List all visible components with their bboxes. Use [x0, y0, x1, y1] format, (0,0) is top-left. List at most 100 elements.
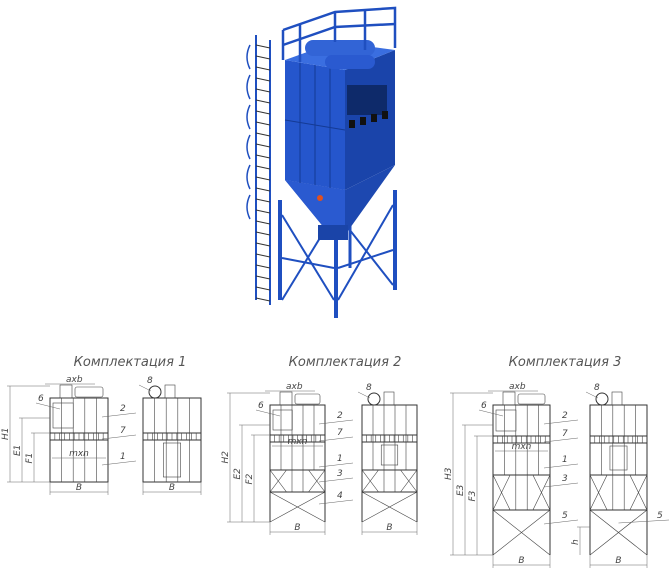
leader	[318, 477, 354, 483]
dimension-E-label: E1	[13, 445, 23, 456]
inspection-window	[52, 402, 74, 429]
dimension-B-label: B	[76, 483, 82, 493]
callout-8: 8	[594, 383, 600, 393]
leader	[138, 384, 152, 392]
ladder-rung	[255, 286, 271, 291]
dimension-E-label: E2	[233, 468, 243, 480]
ladder-rung	[255, 165, 271, 170]
brace	[361, 469, 379, 493]
leader	[478, 409, 504, 417]
brace	[629, 474, 648, 511]
leader	[318, 499, 354, 505]
brace	[532, 474, 551, 511]
dimension-axb-label: axb	[286, 382, 303, 392]
fan-housing	[279, 391, 293, 406]
callout-5-side: 5	[657, 511, 663, 521]
ladder-rung	[255, 77, 271, 82]
callout-7: 7	[337, 428, 343, 438]
dimension-E-label: E3	[456, 484, 466, 496]
access-door	[609, 445, 628, 471]
leader	[318, 462, 354, 468]
motor-box	[383, 391, 395, 406]
side-view: B	[589, 391, 648, 568]
brace	[269, 491, 326, 523]
ladder-rung	[255, 253, 271, 258]
callout-8: 8	[366, 383, 372, 393]
front-view: B	[49, 384, 109, 495]
dimension-h-label: h	[571, 539, 581, 545]
ladder-rung	[255, 55, 271, 60]
leader	[543, 437, 579, 443]
dimension-H-label: H3	[444, 467, 454, 480]
ladder-rung	[255, 176, 271, 181]
leader	[101, 412, 137, 418]
callout-6: 6	[258, 401, 264, 411]
callout-6: 6	[481, 401, 487, 411]
inspection-window	[495, 409, 517, 432]
motor-icon	[148, 385, 162, 399]
brace	[269, 469, 287, 493]
ladder-rung	[255, 143, 271, 148]
callout-7: 7	[120, 426, 126, 436]
fan-motor	[294, 393, 321, 405]
front-view: B	[269, 391, 326, 535]
leader	[318, 419, 354, 425]
callout-7: 7	[562, 429, 568, 439]
dimension-B-label: B	[294, 523, 300, 533]
callout-1: 1	[120, 452, 126, 462]
ladder	[246, 35, 271, 305]
dimension-B-label: B	[615, 556, 621, 566]
dimension-axb-label: axb	[509, 382, 526, 392]
ladder-rung	[255, 121, 271, 126]
ladder-rung	[255, 66, 271, 71]
motor-icon	[367, 392, 381, 406]
configuration-title: Комплектация 3	[509, 355, 622, 370]
leader	[543, 463, 579, 469]
dimension-F-label: F1	[25, 453, 35, 464]
brace	[361, 491, 418, 523]
ladder-rung	[255, 110, 271, 115]
leader	[585, 391, 599, 399]
motor-box	[611, 391, 623, 406]
dimension-B-label: B	[386, 523, 392, 533]
ladder-rung	[255, 99, 271, 104]
dimension-mxn-label: mxn	[512, 442, 532, 452]
ladder-rung	[255, 220, 271, 225]
ladder-rung	[255, 275, 271, 280]
dimension-F-label: F2	[245, 473, 255, 484]
brace	[589, 509, 648, 556]
side-view: B	[142, 384, 202, 495]
callout-4: 4	[337, 491, 343, 501]
leader	[543, 419, 579, 425]
brace	[492, 474, 511, 511]
fan-motor	[74, 386, 104, 398]
motor-icon	[595, 392, 609, 406]
fan-housing	[59, 384, 73, 399]
leader	[101, 460, 137, 466]
brace	[589, 474, 608, 511]
dimension-F-label: F3	[468, 490, 478, 501]
ladder-rung	[255, 198, 271, 203]
configuration-title: Комплектация 2	[289, 355, 402, 370]
ladder-rung	[255, 264, 271, 269]
dimension-H-label: H1	[1, 428, 11, 441]
access-door	[163, 442, 182, 478]
bag-filter-3d-render	[246, 6, 397, 318]
dimension-axb-label: axb	[66, 375, 83, 385]
access-door	[380, 444, 399, 466]
ladder-rung	[255, 88, 271, 93]
motor-box	[164, 384, 176, 399]
leader	[543, 482, 579, 488]
dimension-H-label: H2	[221, 451, 231, 464]
leader	[357, 391, 371, 399]
brace	[492, 509, 551, 556]
configuration-title: Комплектация 1	[74, 355, 187, 370]
brace	[400, 469, 418, 493]
callout-1: 1	[562, 455, 568, 465]
callout-3: 3	[337, 469, 343, 479]
